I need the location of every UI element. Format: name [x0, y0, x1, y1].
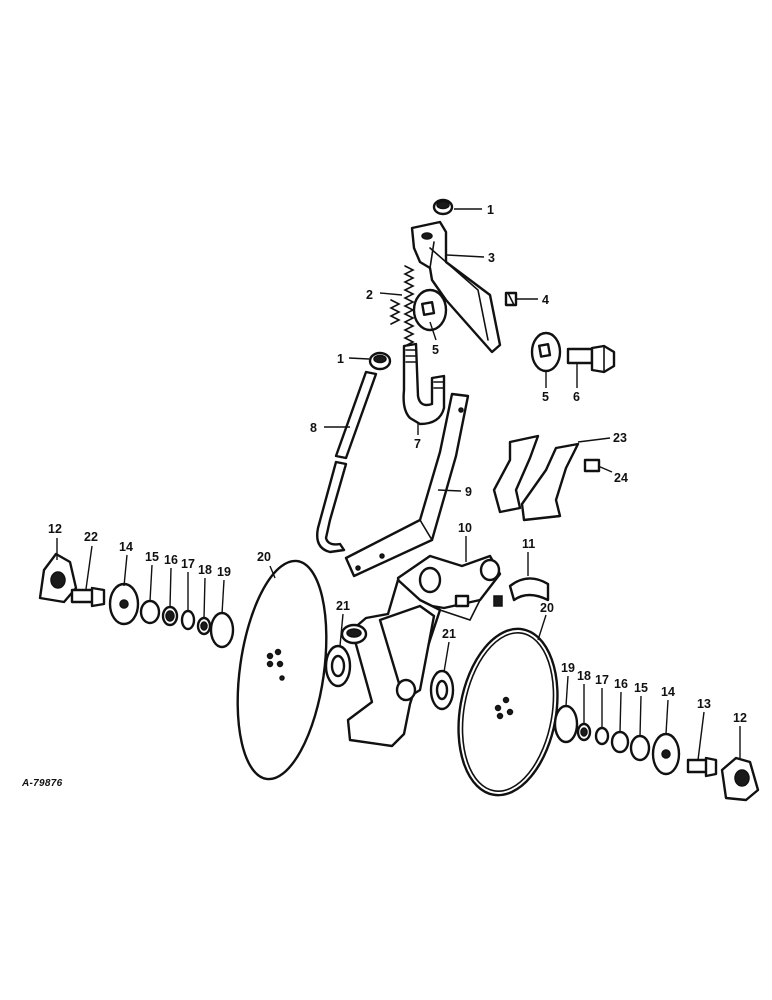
part-11-clamp	[493, 577, 550, 607]
part-17-right-ring	[594, 726, 610, 746]
part-16-right-seal	[610, 730, 630, 754]
part-15-right-bearing	[629, 734, 651, 762]
callout-2: 2	[366, 288, 373, 302]
part-1-top-bushing	[432, 198, 454, 216]
part-4-small-bolt	[504, 291, 518, 307]
part-5-square-washer-upper	[412, 288, 448, 332]
callout-16-left: 16	[164, 553, 178, 567]
part-9-long-bar	[344, 392, 470, 578]
callout-4: 4	[542, 293, 549, 307]
part-1-lower-bushing	[368, 351, 392, 371]
part-3-arm-bracket	[410, 220, 502, 354]
callout-1-top: 1	[487, 203, 494, 217]
callout-21-left: 21	[336, 599, 350, 613]
callout-12-right: 12	[733, 711, 747, 725]
callout-14-left: 14	[119, 540, 133, 554]
part-24-bolt	[583, 458, 601, 473]
right-hub-assembly	[553, 704, 760, 802]
callout-19-left: 19	[217, 565, 231, 579]
part-10-opener-frame	[340, 554, 502, 748]
part-20-right-disc	[457, 627, 559, 797]
callout-18-left: 18	[198, 563, 212, 577]
part-21-washers	[324, 644, 455, 711]
callout-23: 23	[613, 431, 627, 445]
callout-6: 6	[573, 390, 580, 404]
part-6-hex-bolt	[566, 344, 616, 374]
callout-19-right: 19	[561, 661, 575, 675]
callout-17-right: 17	[595, 673, 609, 687]
callout-1-lower: 1	[337, 352, 344, 366]
callout-11: 11	[522, 537, 535, 551]
callout-24: 24	[614, 471, 628, 485]
part-5-square-washer-lower	[530, 331, 562, 373]
left-hub-assembly	[38, 552, 235, 649]
part-20-left-disc	[236, 559, 328, 781]
callout-18-right: 18	[577, 669, 591, 683]
drawing-reference-code: A-79876	[22, 778, 63, 789]
callout-20-left: 20	[257, 550, 271, 564]
callout-5-lower: 5	[542, 390, 549, 404]
callout-labels: 1 3 2 4 5 1 5 6 7 8 9 23 24 10 11 12 22 …	[48, 203, 747, 725]
callout-10: 10	[458, 521, 472, 535]
callout-9: 9	[465, 485, 472, 499]
callout-17-left: 17	[181, 557, 195, 571]
part-19-left-washer	[209, 611, 235, 649]
part-2-spring	[389, 265, 415, 359]
callout-14-right: 14	[661, 685, 675, 699]
part-13-right-bolt	[686, 756, 718, 778]
part-23-scrapers	[492, 434, 580, 522]
callout-8: 8	[310, 421, 317, 435]
callout-20-right: 20	[540, 601, 554, 615]
leader-lines	[56, 208, 741, 761]
callout-7: 7	[414, 437, 421, 451]
callout-21-right: 21	[442, 627, 456, 641]
callout-15-right: 15	[634, 681, 648, 695]
callout-13: 13	[697, 697, 711, 711]
callout-5-upper: 5	[432, 343, 439, 357]
part-19-right-washer	[553, 704, 579, 744]
part-15-left-bearing	[139, 599, 161, 625]
callout-3: 3	[488, 251, 495, 265]
part-8-rod	[316, 370, 378, 554]
callout-16-right: 16	[614, 677, 628, 691]
callout-15-left: 15	[145, 550, 159, 564]
callout-12-left: 12	[48, 522, 62, 536]
part-17-left-ring	[180, 609, 196, 631]
callout-22: 22	[84, 530, 98, 544]
part-22-left-bolt	[70, 586, 106, 608]
part-7-u-bolt	[402, 342, 446, 426]
